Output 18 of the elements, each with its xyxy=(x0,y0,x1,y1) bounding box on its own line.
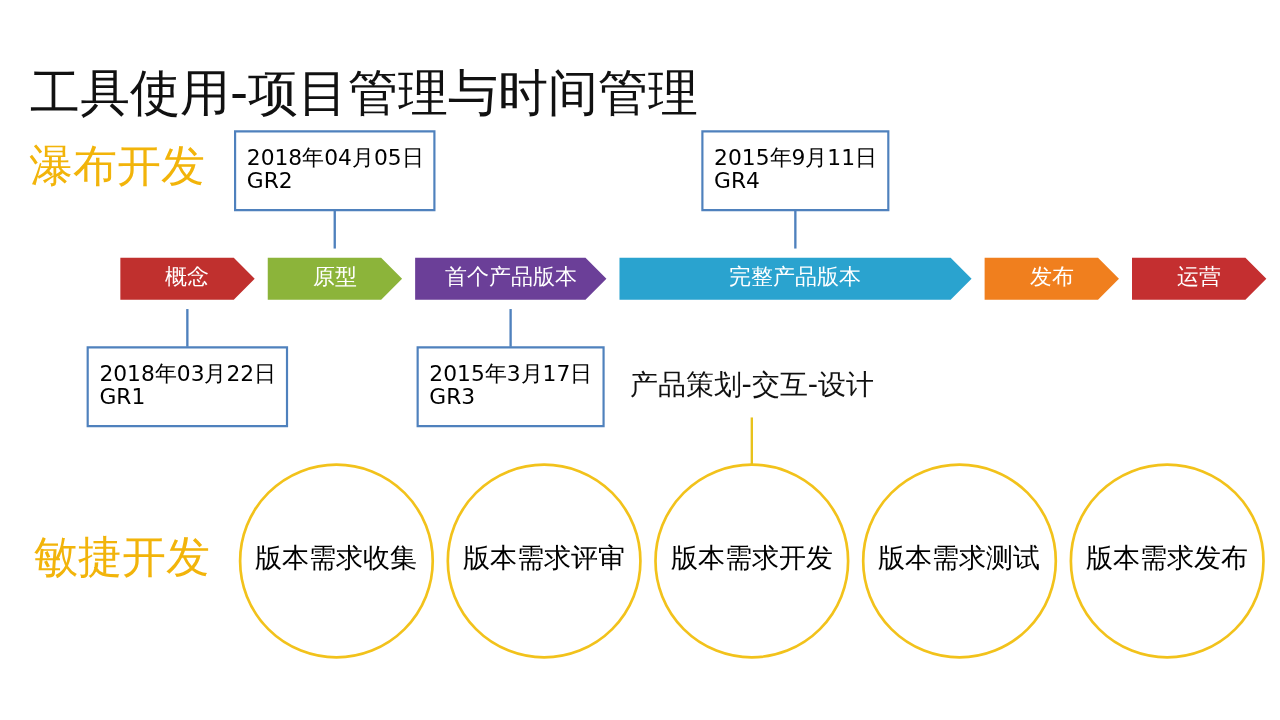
node-box: 2018年04月05日 GR2 xyxy=(234,130,436,212)
connector xyxy=(186,309,189,347)
node-box: 2015年9月11日 GR4 xyxy=(701,130,890,212)
node-circle: 版本需求测试 xyxy=(861,463,1058,659)
node-box: 2018年03月22日 GR1 xyxy=(86,346,289,428)
connector xyxy=(794,210,797,249)
node-circle: 版本需求评审 xyxy=(446,463,642,659)
connector xyxy=(509,309,512,347)
node-circle: 版本需求发布 xyxy=(1069,463,1265,659)
label: 瀑布开发 xyxy=(29,141,205,192)
label: 敏捷开发 xyxy=(34,531,211,582)
node-text: 产品策划-交互-设计 xyxy=(629,367,875,401)
node-circle: 版本需求开发 xyxy=(654,463,850,659)
diagram-title: 工具使用-项目管理与时间管理 xyxy=(29,62,699,122)
node-box: 2015年3月17日 GR3 xyxy=(416,346,605,428)
connector xyxy=(750,417,753,465)
connector xyxy=(333,210,336,249)
node-circle: 版本需求收集 xyxy=(238,463,435,659)
